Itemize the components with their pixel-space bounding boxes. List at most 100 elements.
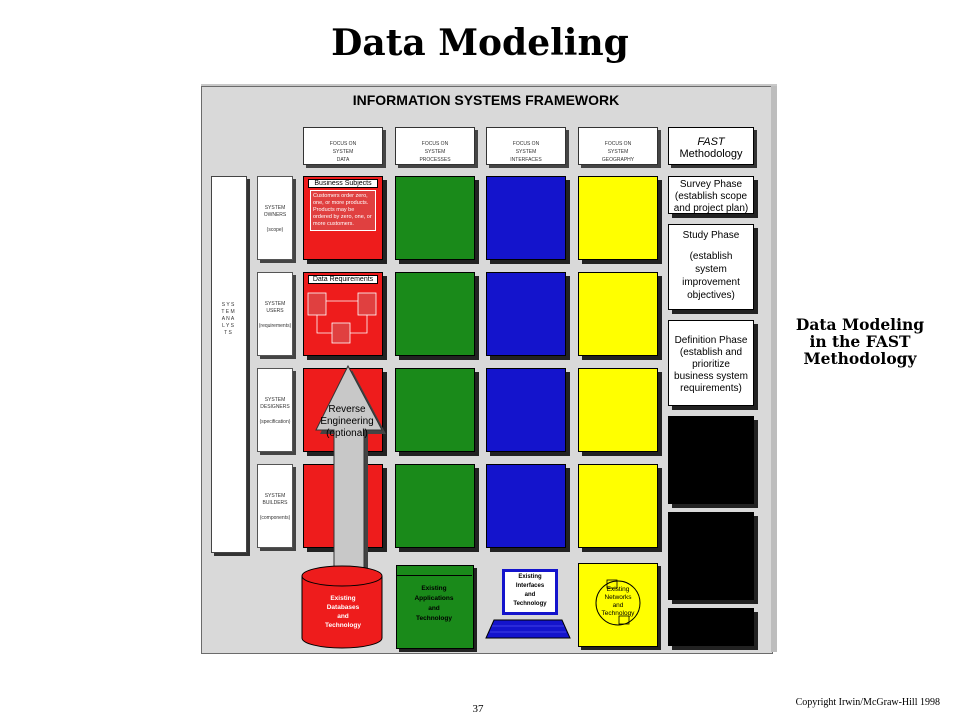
cell-owners-interfaces xyxy=(486,176,566,260)
existing-networks-label: Existing Networks and Technology xyxy=(590,586,646,618)
focus-geography-header: FOCUS ON SYSTEM GEOGRAPHY xyxy=(578,127,658,165)
reverse-line: Engineering xyxy=(320,416,374,427)
phase-block-5 xyxy=(668,512,754,600)
cell-users-geography xyxy=(578,272,658,356)
phase-line: system xyxy=(695,264,727,275)
phase-line: (establish xyxy=(689,251,733,262)
page-title: Data Modeling xyxy=(331,22,629,64)
cell-designers-interfaces xyxy=(486,368,566,452)
database-cylinder-icon xyxy=(301,565,383,649)
cell-owners-geography xyxy=(578,176,658,260)
reverse-engineering-arrow xyxy=(315,364,386,572)
focus-interfaces-header: FOCUS ON SYSTEM INTERFACES xyxy=(486,127,566,165)
focus-line: PROCESSES xyxy=(419,157,451,163)
focus-line: INTERFACES xyxy=(510,157,542,163)
db-line: Databases xyxy=(326,604,360,611)
row-label-users: SYSTEM USERS (requirements) xyxy=(257,272,293,356)
phase-block-6 xyxy=(668,608,754,646)
interfaces-monitor-icon xyxy=(502,569,558,615)
reverse-line: (optional) xyxy=(326,428,368,439)
cabinet-divider xyxy=(396,575,472,576)
cell-builders-geography xyxy=(578,464,658,548)
row-label-owners: SYSTEM OWNERS (scope) xyxy=(257,176,293,260)
phase-line: business system xyxy=(674,371,748,382)
business-subjects-text: Customers order zero, one, or more produ… xyxy=(310,190,376,231)
network-diagram-icon xyxy=(595,579,641,626)
framework-side-edge xyxy=(771,86,777,652)
phase-line: objectives) xyxy=(687,290,735,301)
fast-methodology-header: FAST Methodology xyxy=(668,127,754,165)
apps-line: and xyxy=(428,605,440,612)
focus-line: SYSTEM xyxy=(332,149,354,155)
networks-line: Technology xyxy=(601,610,635,617)
phase-line: Definition Phase xyxy=(674,335,748,346)
focus-data-header: FOCUS ON SYSTEM DATA xyxy=(303,127,383,165)
interfaces-line: and xyxy=(524,592,536,598)
row-line: SYSTEM xyxy=(264,493,286,499)
apps-line: Applications xyxy=(414,595,454,602)
row-line: SYSTEM xyxy=(264,205,286,211)
apps-line: Existing xyxy=(421,585,447,592)
row-line: SYSTEM xyxy=(264,301,286,307)
phase-line: prioritize xyxy=(692,359,730,370)
phase-line: Survey Phase xyxy=(679,179,743,190)
row-line: BUILDERS xyxy=(262,500,288,506)
row-label-builders: SYSTEM BUILDERS (components) xyxy=(257,464,293,548)
interfaces-line: Interfaces xyxy=(515,583,545,589)
focus-line: GEOGRAPHY xyxy=(601,157,635,163)
phase-line: (establish scope xyxy=(674,191,748,202)
data-requirements-diagram xyxy=(307,292,377,344)
page-number: 37 xyxy=(472,703,484,715)
side-caption-line: Methodology xyxy=(803,349,917,368)
interfaces-line: Technology xyxy=(513,601,547,607)
focus-line: FOCUS ON xyxy=(421,141,449,147)
cell-users-processes xyxy=(395,272,475,356)
row-line: OWNERS xyxy=(263,212,287,218)
existing-interfaces-label: Existing Interfaces and Technology xyxy=(505,573,555,611)
system-analysts-column xyxy=(211,176,247,553)
phase-line: improvement xyxy=(682,277,740,288)
phase-definition: Definition Phase (establish and prioriti… xyxy=(668,320,754,406)
cell-builders-processes xyxy=(395,464,475,548)
cell-designers-processes xyxy=(395,368,475,452)
focus-line: SYSTEM xyxy=(515,149,537,155)
phase-line: (establish and xyxy=(679,347,743,358)
row-line: DESIGNERS xyxy=(260,404,290,410)
keyboard-icon xyxy=(485,619,571,639)
cell-designers-geography xyxy=(578,368,658,452)
db-line: and xyxy=(337,613,349,620)
focus-line: FOCUS ON xyxy=(512,141,540,147)
cell-owners-data: Business Subjects Customers order zero, … xyxy=(303,176,383,260)
networks-box xyxy=(578,563,658,647)
row-label-designers: SYSTEM DESIGNERS (specification) xyxy=(257,368,293,452)
cell-users-data: Data Requirements xyxy=(303,272,383,356)
apps-line: Technology xyxy=(416,615,452,622)
focus-processes-header: FOCUS ON SYSTEM PROCESSES xyxy=(395,127,475,165)
cell-owners-processes xyxy=(395,176,475,260)
phase-line xyxy=(669,242,753,250)
phase-block-4 xyxy=(668,416,754,504)
methodology-label: Methodology xyxy=(679,148,743,160)
reverse-line: Reverse xyxy=(328,404,366,415)
system-analysts-label: S Y S T E M A N A L Y S T S xyxy=(221,302,235,336)
focus-line: SYSTEM xyxy=(424,149,446,155)
row-line: (requirements) xyxy=(258,323,292,329)
framework-title: INFORMATION SYSTEMS FRAMEWORK xyxy=(352,92,620,108)
row-line: (specification) xyxy=(259,419,291,425)
row-line: (components) xyxy=(259,515,291,521)
data-requirements-title: Data Requirements xyxy=(308,275,378,284)
networks-line: and xyxy=(612,602,624,609)
networks-line: Existing xyxy=(606,586,630,593)
reverse-engineering-label: Reverse Engineering (optional) xyxy=(311,404,383,440)
row-line: USERS xyxy=(266,308,284,314)
side-caption-line: in the FAST xyxy=(809,332,911,351)
phase-line: and project plan) xyxy=(673,203,749,214)
phase-line: Study Phase xyxy=(682,230,740,241)
interfaces-line: Existing xyxy=(518,574,542,580)
focus-line: DATA xyxy=(336,157,350,163)
db-line: Existing xyxy=(330,595,356,602)
focus-line: FOCUS ON xyxy=(329,141,357,147)
cell-builders-interfaces xyxy=(486,464,566,548)
phase-study: Study Phase (establish system improvemen… xyxy=(668,224,754,310)
cell-users-interfaces xyxy=(486,272,566,356)
